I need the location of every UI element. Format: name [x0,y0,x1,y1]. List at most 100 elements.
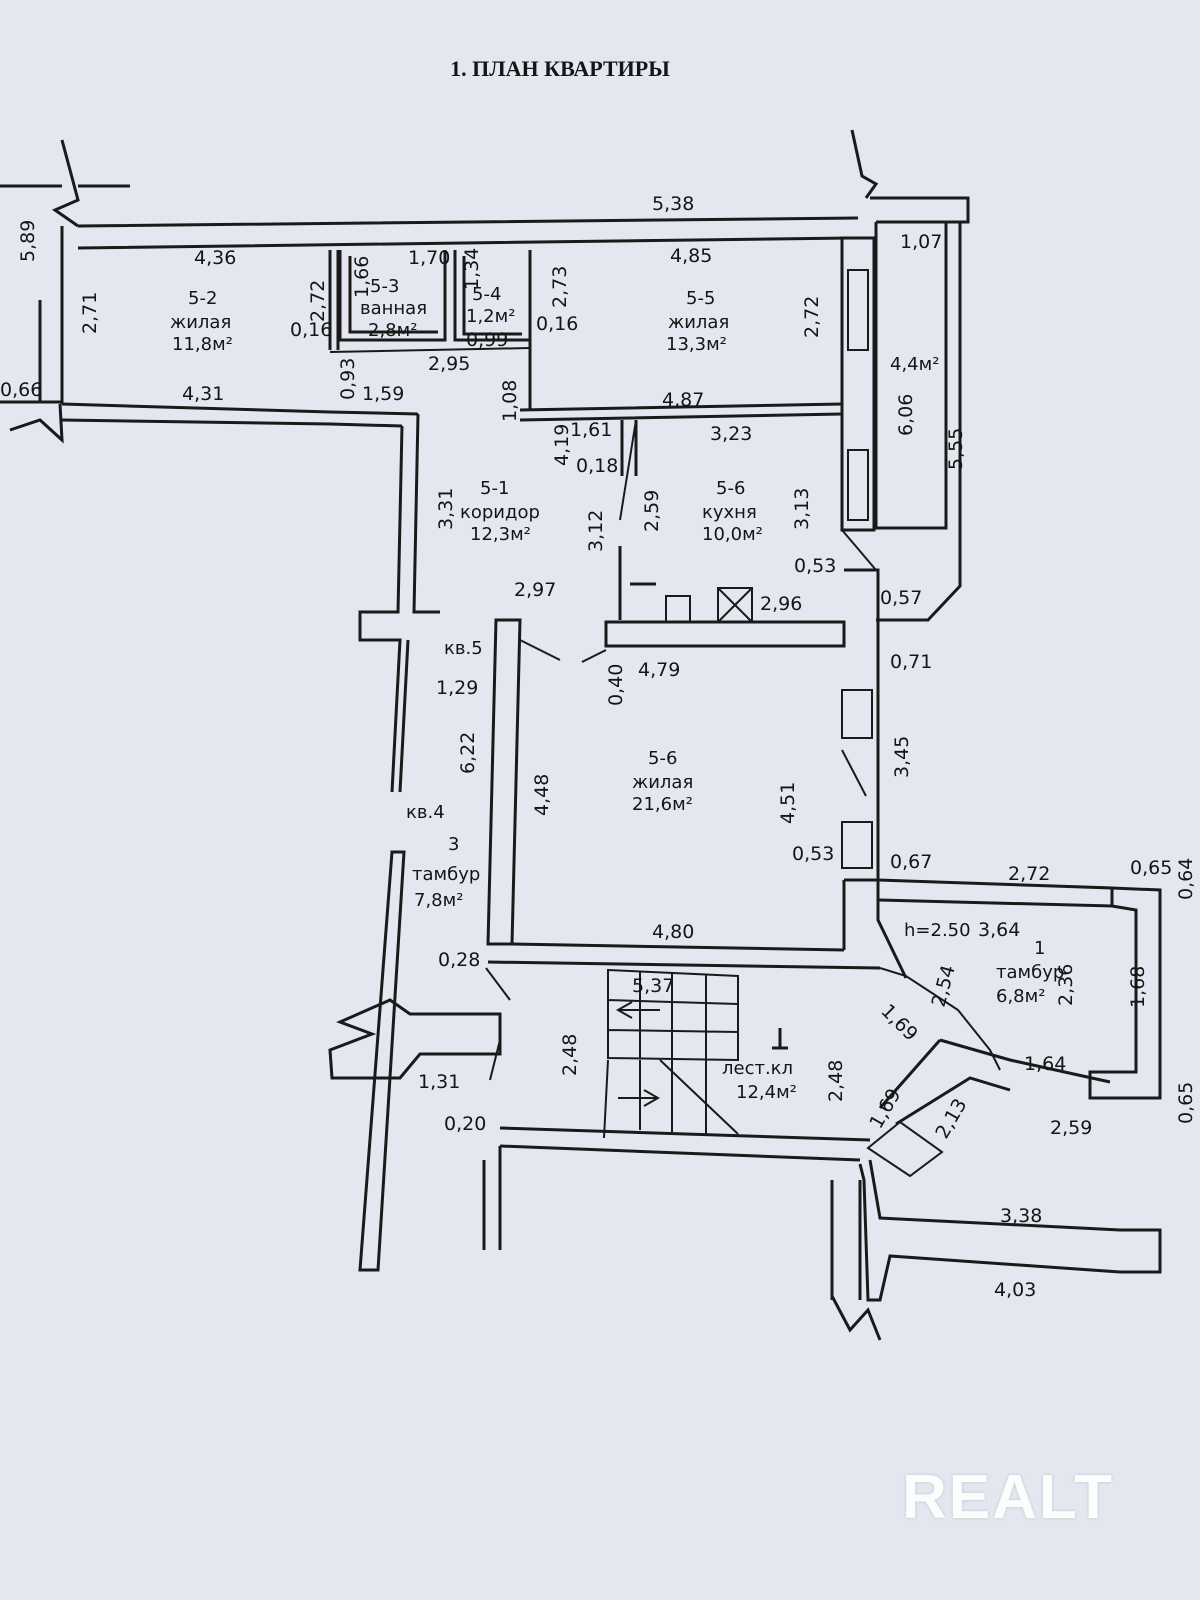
kitchen-door [619,419,637,521]
dim: 1,34 [461,248,483,290]
dim: 2,13 [931,1095,971,1143]
stair-marker [772,1028,788,1050]
dim: 1,69 [865,1085,905,1133]
room-5-3-type: ванная [360,298,427,319]
dim: 2,59 [641,490,663,532]
dim: 4,51 [777,782,799,824]
wall-52-right [328,250,340,350]
dim: 0,28 [438,949,480,971]
window-1 [847,269,869,521]
wall-kitchen-left [620,420,638,476]
dim: 1,07 [900,231,942,253]
dim: 4,79 [638,659,680,681]
dim: 1,68 [1127,966,1149,1008]
apt-5-label: кв.5 [444,638,483,659]
dim: 6,22 [457,732,479,774]
room-labels: 5-2 жилая 11,8м² 5-3 ванная 2,8м² 5-4 1,… [170,276,1064,1103]
dim: 0,65 [1130,857,1172,879]
room-3-area: 7,8м² [414,890,463,911]
room-5-5-id: 5-5 [686,288,715,309]
room-5-1-type: коридор [460,502,540,523]
stove [665,587,753,623]
dim: 4,80 [652,921,694,943]
plan-title: 1. ПЛАН КВАРТИРЫ [450,56,670,81]
wall-564-bottom [487,942,881,970]
dim: 0,71 [890,651,932,673]
apt-4-label: кв.4 [406,802,445,823]
dim: 0,99 [466,329,508,351]
wall-left-break [51,139,130,228]
wall-top-break [850,129,879,199]
room-5-6-living-area: 21,6м² [632,794,693,815]
room-5-6-living-type: жилая [632,772,693,793]
room-5-6-kitchen-area: 10,0м² [702,524,763,545]
wall-564-corner [842,880,908,979]
room-5-1-area: 12,3м² [470,524,531,545]
door-564 [519,639,607,663]
room-5-6-living-id: 5-6 [648,748,677,769]
dim: 2,54 [928,963,960,1010]
room-5-2-area: 11,8м² [172,334,233,355]
dim: 4,87 [662,389,704,411]
dim: 2,48 [559,1034,581,1076]
wall-52-bottom [61,402,419,428]
room-5-6-kitchen-type: кухня [702,502,757,523]
wall-55-bottom [519,402,843,422]
dim: 6,06 [895,394,917,436]
dim: 4,19 [551,424,573,466]
room-5-3-area: 2,8м² [368,320,417,341]
wall-left [0,184,64,404]
dim: 2,95 [428,353,470,375]
dim: 3,64 [978,919,1020,941]
room-5-2-id: 5-2 [188,288,217,309]
dim: 1,64 [1024,1053,1066,1075]
tamb3-door [485,967,511,1081]
stairs [603,968,739,1139]
wall-wc [453,250,532,342]
room-1-id: 1 [1034,938,1045,959]
room-5-2-type: жилая [170,312,231,333]
wall-bottom-break [830,1295,882,1341]
dim: 2,97 [514,579,556,601]
wall-tamb3-left [358,850,406,1272]
dim: 0,93 [337,358,359,400]
dim: 5,37 [632,975,674,997]
dim: 4,03 [994,1279,1036,1301]
balcony-door [841,529,877,571]
dim: 4,31 [182,383,224,405]
dim: 2,96 [760,593,802,615]
room-3-type: тамбур [412,864,480,885]
wall-left-break2 [9,403,64,444]
room-5-1-id: 5-1 [480,478,509,499]
balcony [874,222,962,622]
room-5-5-type: жилая [668,312,729,333]
dim: 0,64 [1175,858,1197,900]
dim: 2,72 [1008,863,1050,885]
wall-right [840,236,876,532]
dim: 3,23 [710,423,752,445]
dim: 2,48 [825,1060,847,1102]
walls [0,129,1162,1341]
wall-corridor-left2 [398,639,410,793]
room-door-564 [841,749,867,797]
dim: 1,31 [418,1071,460,1093]
room-5-4-id: 5-4 [472,284,501,305]
dim: 1,29 [436,677,478,699]
dim: 1,69 [876,1000,921,1045]
dim: 0,67 [890,851,932,873]
room-1-area: 6,8м² [996,986,1045,1007]
dim: 5,89 [17,220,39,262]
wall-bath-bottom [329,347,531,353]
dim: 4,85 [670,245,712,267]
dim: 4,36 [194,247,236,269]
tamb1-diag [879,967,1001,1071]
dim: 1,66 [351,256,373,298]
dim: 0,65 [1175,1082,1197,1124]
wall-tamb1-low [878,1038,1111,1126]
dim: 0,53 [794,555,836,577]
realt-watermark: REALT [902,1463,1115,1532]
dimensions: 5,38 5,89 4,36 1,70 4,85 1,07 2,71 2,72 … [0,193,1197,1301]
dim: 4,48 [531,774,553,816]
